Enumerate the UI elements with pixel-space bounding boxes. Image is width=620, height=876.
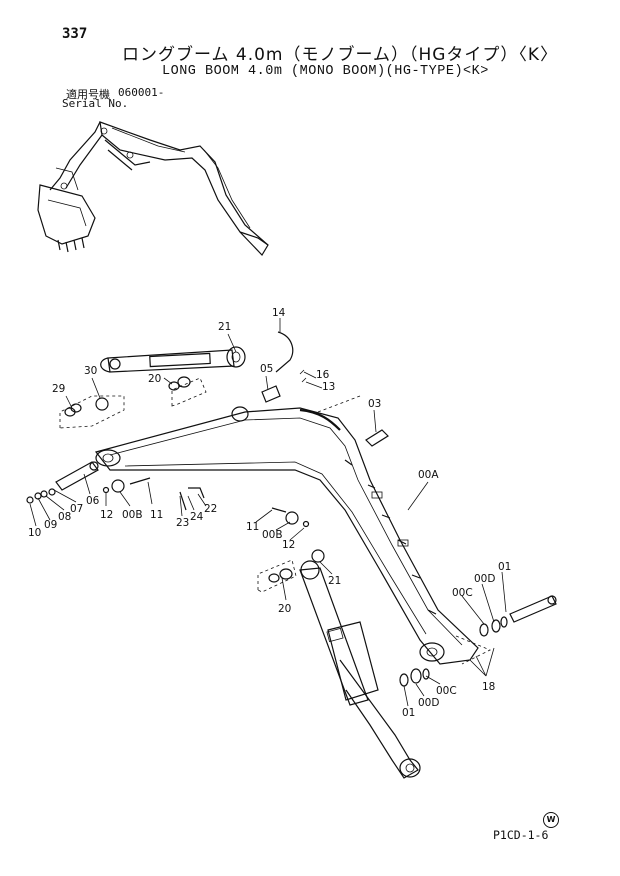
callout-01-right: 01 [498,561,511,573]
part-callout-labels: 14 21 16 13 05 20 30 29 03 00A 01 06 07 … [28,307,511,719]
callout-05: 05 [260,363,273,375]
callout-30: 30 [84,365,97,377]
boom-body [94,406,479,665]
callout-11-lower: 11 [246,521,259,533]
callout-00C-right: 00C [452,587,473,599]
callout-13: 13 [322,381,335,393]
callout-20-lower: 20 [278,603,291,615]
title-english: LONG BOOM 4.0m (MONO BOOM)(HG-TYPE)<K> [162,64,489,79]
callout-29: 29 [52,383,65,395]
callout-00A: 00A [418,469,439,481]
callout-00C-lower: 00C [436,685,457,697]
diagram-code: P1CD-1-6 [493,828,549,842]
callout-22: 22 [204,503,217,515]
callout-10: 10 [28,527,41,539]
excavator-overview-sketch [37,121,269,256]
callout-00B-upper: 00B [122,509,143,521]
callout-18: 18 [482,681,495,693]
callout-20-upper: 20 [148,373,161,385]
arm-cylinder-lower [299,560,421,779]
serial-label-english: Serial No. [62,97,129,110]
watermark-w-icon: W [543,812,559,828]
title-japanese: ロングブーム 4.0m（モノブーム）（HGタイプ）〈K〉 [122,45,559,65]
callout-16: 16 [316,369,330,381]
callout-21-upper: 21 [218,321,231,333]
callout-00B-lower: 00B [262,529,283,541]
callout-12-upper: 12 [100,509,113,521]
pins-and-hardware [26,331,557,687]
serial-number-value: 060001- [118,86,165,99]
group-brackets [59,377,491,665]
callout-06: 06 [86,495,100,507]
boom-cylinder-upper [100,346,246,373]
callout-07: 07 [70,503,83,515]
callout-01-lower: 01 [402,707,415,719]
leader-lines [29,318,507,707]
callout-12-lower: 12 [282,539,295,551]
callout-11-upper: 11 [150,509,163,521]
callout-00D-right: 00D [474,573,495,585]
callout-23: 23 [176,517,189,529]
serial-label-japanese: 適用号機 [66,88,110,101]
callout-14: 14 [272,307,286,319]
callout-24: 24 [190,511,204,523]
callout-00D-lower: 00D [418,697,439,709]
callout-09: 09 [44,519,57,531]
page-number: 337 [62,26,88,42]
callout-03: 03 [368,398,381,410]
callout-21-lower: 21 [328,575,341,587]
callout-08: 08 [58,511,71,523]
